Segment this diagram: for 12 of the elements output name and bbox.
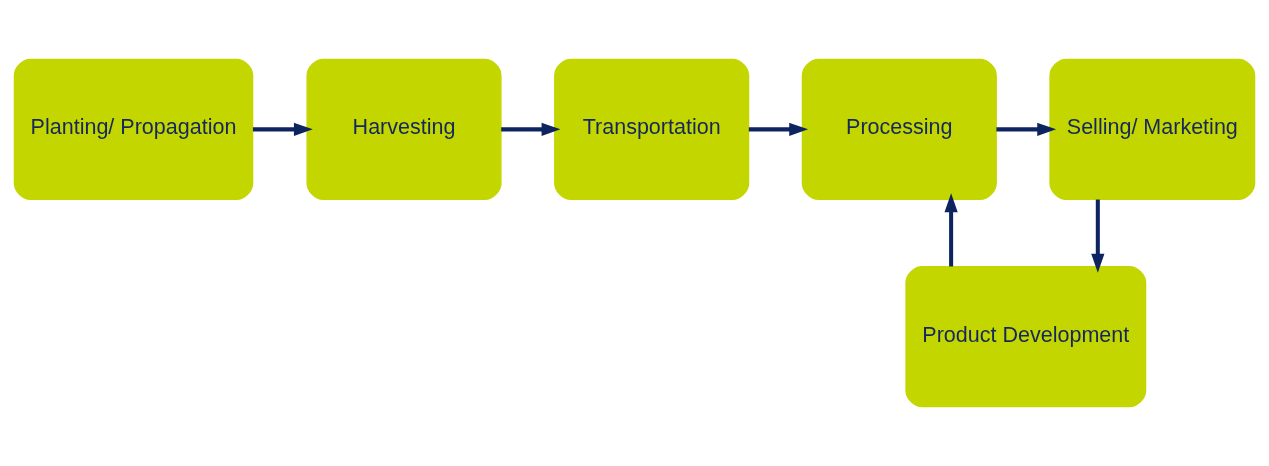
arrow	[501, 122, 561, 136]
arrow	[748, 122, 809, 136]
node-box: Selling/ Marketing	[1049, 58, 1256, 201]
node-box: Planting/ Propagation	[13, 58, 254, 201]
node-box: Processing	[801, 58, 997, 201]
node-box: Product Development	[905, 265, 1147, 408]
arrow	[252, 122, 313, 136]
arrow	[1091, 199, 1105, 273]
arrow	[996, 122, 1057, 136]
node-box: Transportation	[554, 58, 750, 201]
node-box: Harvesting	[306, 58, 502, 201]
arrow	[944, 193, 958, 267]
